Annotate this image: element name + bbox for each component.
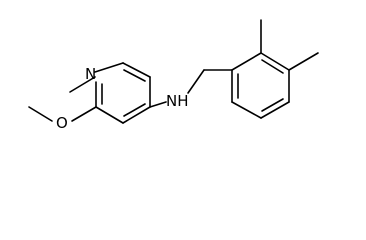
bond-c3-c2 — [95, 106, 124, 124]
double-bond-c6-c5 — [123, 69, 146, 82]
bond-b1-b2 — [231, 52, 262, 71]
pyridine-ring — [69, 62, 151, 124]
bond-c6-c5 — [122, 62, 151, 78]
ring-nitrogen-label: N — [85, 65, 96, 83]
bond-o-methyl — [28, 106, 53, 122]
benzene-ring — [231, 52, 290, 119]
methyl-groups — [260, 19, 319, 71]
atom-labels: N O NH — [56, 65, 189, 132]
double-bond-b2-b3 — [261, 59, 284, 74]
amine-label: NH — [166, 92, 189, 110]
bond-para-methyl — [288, 52, 319, 71]
double-bond-b4-b5 — [261, 98, 284, 112]
double-bond-c4-c3 — [123, 103, 146, 117]
bond-n1-c2 — [69, 76, 96, 93]
bond-b2-b3 — [260, 52, 290, 71]
methoxy-oxygen-label: O — [56, 114, 68, 132]
bond-c2-o — [71, 106, 97, 122]
bond-nh-ch2 — [187, 69, 205, 94]
bond-b4-b5 — [260, 101, 290, 119]
amine-linker — [149, 69, 233, 108]
molecule-structure: N O NH — [28, 19, 319, 132]
bond-c4-c3 — [122, 106, 151, 124]
bond-n1-c6 — [94, 62, 124, 73]
bond-c5-nh — [149, 101, 167, 108]
methoxy-group — [28, 106, 97, 122]
bond-b5-b6 — [231, 101, 262, 119]
